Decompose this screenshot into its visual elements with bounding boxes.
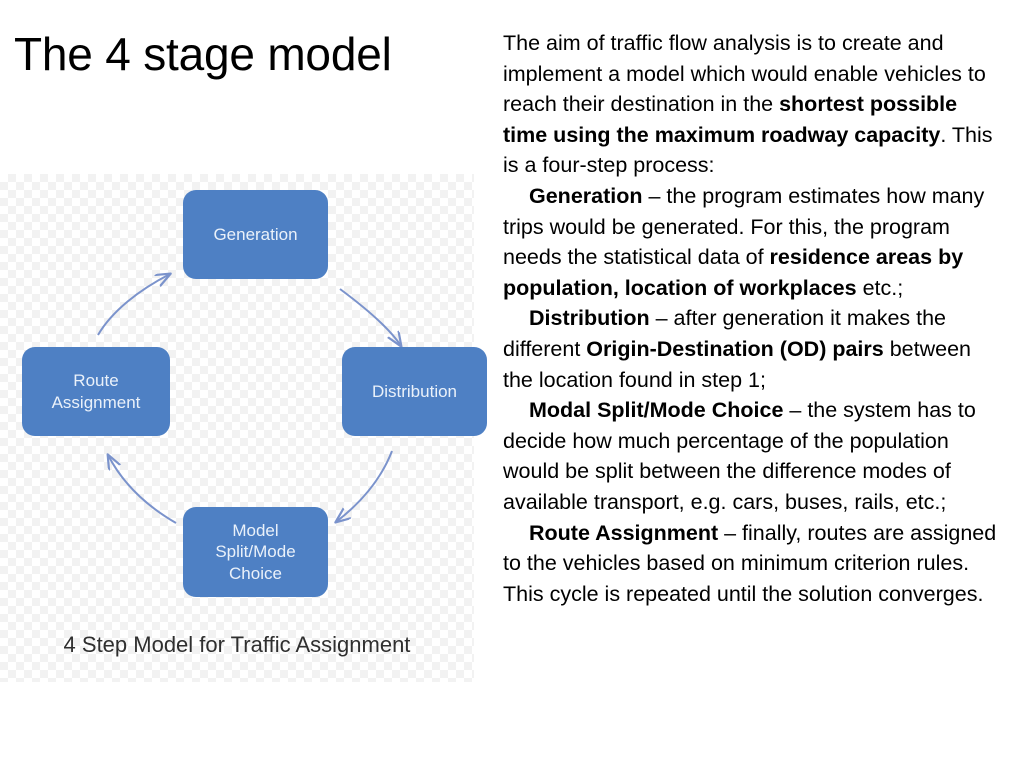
page-title: The 4 stage model	[14, 28, 392, 80]
node-route-assignment-label: Route Assignment	[51, 371, 141, 412]
four-step-cycle-diagram: Generation Distribution Model Split/Mode…	[0, 174, 487, 682]
arrow-distribution-to-model-split	[336, 450, 393, 522]
paragraph-route-assignment: Route Assignment – finally, routes are a…	[503, 518, 1003, 579]
generation-text-1: – the program estimates how many trips w…	[503, 183, 985, 270]
arrow-model-split-to-route-assignment	[108, 455, 177, 524]
paragraph-generation: Generation – the program estimates how m…	[503, 181, 1003, 303]
node-model-split-mode-choice-label: Model Split/Mode Choice	[215, 520, 296, 583]
diagram-caption: 4 Step Model for Traffic Assignment	[63, 632, 411, 657]
route-assignment-term: Route Assignment	[529, 520, 719, 545]
intro-bold-1: shortest possible time using the maximum…	[503, 92, 958, 147]
node-route-assignment[interactable]: Route Assignment	[22, 347, 170, 436]
modal-split-term: Modal Split/Mode Choice	[529, 398, 784, 423]
body-copy: The aim of traffic flow analysis is to c…	[503, 28, 1003, 609]
generation-term: Generation	[529, 183, 643, 208]
node-model-split-mode-choice[interactable]: Model Split/Mode Choice	[183, 507, 328, 597]
paragraph-intro: The aim of traffic flow analysis is to c…	[503, 28, 1003, 181]
intro-text-2: . This is a four-step process:	[503, 122, 993, 178]
distribution-text-1: – after generation it makes the differen…	[503, 306, 947, 361]
paragraph-modal-split: Modal Split/Mode Choice – the system has…	[503, 395, 1003, 517]
intro-text-1: The aim of traffic flow analysis is to c…	[503, 31, 986, 117]
distribution-text-2: between the location found in step 1;	[503, 336, 971, 392]
paragraph-distribution: Distribution – after generation it makes…	[503, 303, 1003, 395]
distribution-bold-2: Origin-Destination (OD) pairs	[586, 336, 884, 361]
route-assignment-text-1: – finally, routes are assigned to the ve…	[503, 520, 997, 576]
closing-text: This cycle is repeated until the solutio…	[503, 581, 984, 606]
paragraph-closing: This cycle is repeated until the solutio…	[503, 579, 1003, 610]
node-generation[interactable]: Generation	[183, 190, 328, 279]
node-generation-label: Generation	[213, 224, 298, 244]
modal-split-text-1: – the system has to decide how much perc…	[503, 398, 976, 514]
node-distribution[interactable]: Distribution	[342, 347, 487, 436]
generation-bold-2: residence areas by population, location …	[503, 245, 964, 300]
distribution-term: Distribution	[529, 306, 650, 331]
node-distribution-label: Distribution	[371, 381, 458, 401]
generation-text-2: etc.;	[856, 275, 904, 300]
arrow-generation-to-distribution	[339, 288, 401, 346]
arrow-route-assignment-to-generation	[97, 274, 170, 336]
